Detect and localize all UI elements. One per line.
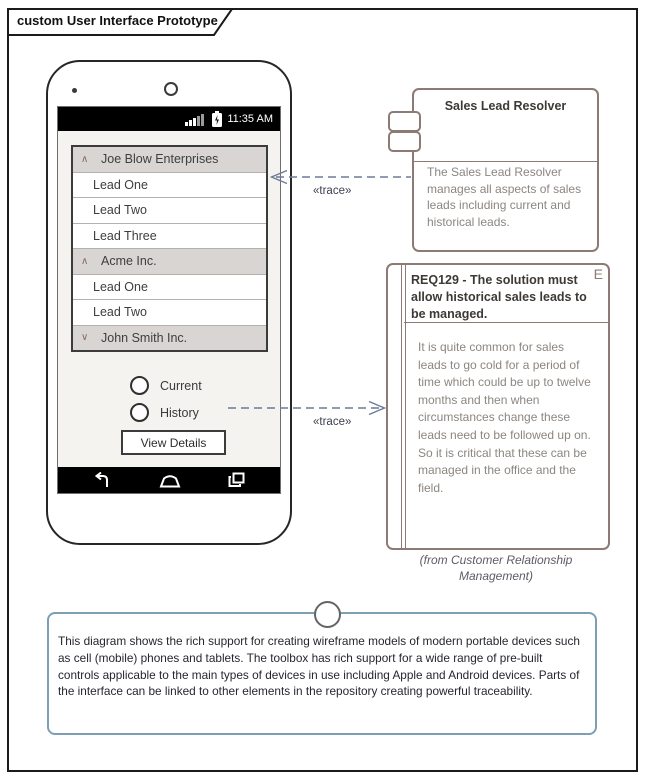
requirement-description: It is quite common for sales leads to go… [418, 340, 591, 495]
component-sales-lead-resolver[interactable]: Sales Lead Resolver The Sales Lead Resol… [412, 88, 599, 252]
radio-history[interactable]: History [130, 403, 199, 422]
radio-circle-icon[interactable] [130, 376, 149, 395]
diagram-frame [7, 8, 638, 772]
list-group-row[interactable]: ∨ John Smith Inc. [73, 325, 266, 350]
radio-circle-icon[interactable] [130, 403, 149, 422]
note-text: This diagram shows the rich support for … [58, 634, 580, 699]
component-title: Sales Lead Resolver [414, 90, 597, 162]
lead-list: ∧ Joe Blow Enterprises Lead One Lead Two… [71, 145, 268, 352]
list-group-row[interactable]: ∧ Acme Inc. [73, 249, 266, 275]
caret-up-icon: ∧ [81, 255, 89, 267]
back-icon[interactable] [92, 471, 111, 489]
screen-content: ∧ Joe Blow Enterprises Lead One Lead Two… [58, 131, 280, 467]
caret-up-icon: ∧ [81, 153, 89, 165]
earpiece-icon [164, 82, 178, 96]
component-port-icon [388, 131, 421, 152]
front-camera-icon [72, 88, 77, 93]
frame-tab-shape [7, 8, 234, 36]
requirement-title: REQ129 - The solution must allow histori… [411, 273, 587, 321]
home-icon[interactable] [159, 473, 181, 488]
caret-down-icon: ∨ [81, 332, 89, 344]
status-bar: 11:35 AM [58, 107, 280, 131]
requirement-from-package: (from Customer Relationship Management) [419, 553, 573, 583]
frame-tab-title: custom User Interface Prototype [17, 13, 218, 28]
requirement-divider [404, 322, 608, 323]
list-item-row[interactable]: Lead Two [73, 300, 266, 326]
status-time: 11:35 AM [227, 113, 273, 125]
requirement-req129[interactable]: E REQ129 - The solution must allow histo… [386, 263, 610, 550]
radio-current[interactable]: Current [130, 376, 202, 395]
list-item-row[interactable]: Lead One [73, 274, 266, 300]
battery-charging-icon [212, 111, 223, 127]
phone-device: 11:35 AM ∧ Joe Blow Enterprises Lead One… [46, 60, 292, 545]
component-description: The Sales Lead Resolver manages all aspe… [427, 165, 582, 229]
external-requirement-icon: E [593, 266, 603, 282]
recents-icon[interactable] [228, 472, 246, 488]
list-item-row[interactable]: Lead Three [73, 223, 266, 249]
requirement-left-strip [401, 265, 406, 548]
list-group-row[interactable]: ∧ Joe Blow Enterprises [73, 147, 266, 173]
signal-icon [185, 113, 205, 126]
note-circle-icon [314, 601, 341, 628]
trace-label: «trace» [313, 416, 352, 428]
diagram-note[interactable]: This diagram shows the rich support for … [47, 601, 597, 735]
component-port-icon [388, 111, 421, 132]
view-details-button[interactable]: View Details [121, 430, 226, 455]
list-item-row[interactable]: Lead One [73, 172, 266, 198]
nav-bar [58, 467, 280, 493]
phone-screen: 11:35 AM ∧ Joe Blow Enterprises Lead One… [57, 106, 281, 494]
trace-label: «trace» [313, 185, 352, 197]
list-item-row[interactable]: Lead Two [73, 198, 266, 224]
